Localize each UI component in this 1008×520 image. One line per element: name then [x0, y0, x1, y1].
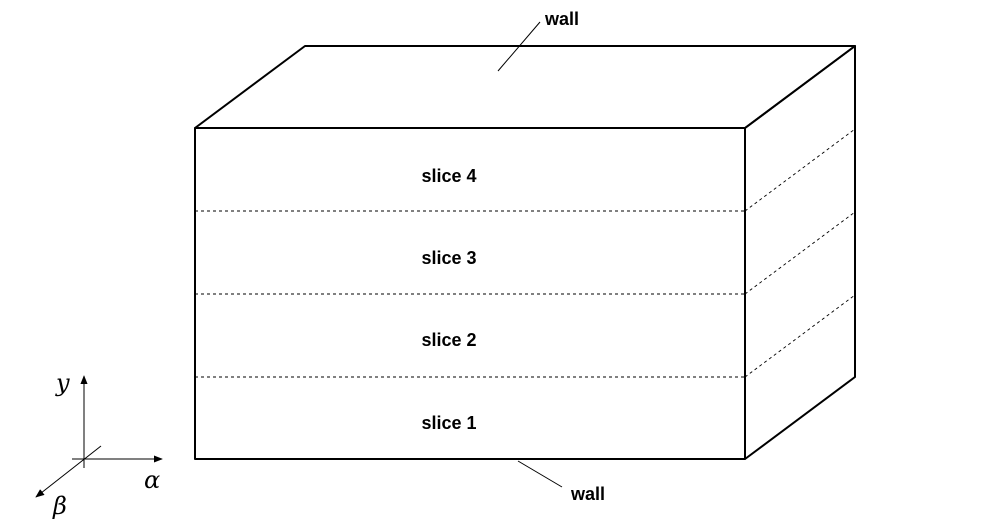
slice-3-label: slice 3: [421, 248, 476, 268]
slice-1-label: slice 1: [421, 413, 476, 433]
side-divider-mid-bottom: [744, 294, 856, 378]
slice-dividers: [195, 128, 856, 378]
slice-labels: slice 4 slice 3 slice 2 slice 1: [421, 166, 476, 433]
right-face: [744, 45, 856, 460]
box: [194, 45, 856, 460]
wall-callouts: wall wall: [497, 9, 605, 504]
slice-4-label: slice 4: [421, 166, 476, 186]
beta-axis-arrow: [35, 445, 102, 498]
bottom-wall-leader: [517, 460, 563, 488]
y-axis-label: y: [55, 369, 70, 397]
top-face: [194, 45, 856, 129]
bottom-wall-label: wall: [570, 484, 605, 504]
alpha-axis-label: α: [144, 466, 160, 494]
top-wall-label: wall: [544, 9, 579, 29]
top-wall-leader: [497, 21, 541, 72]
side-divider-top: [744, 128, 856, 212]
beta-axis-label: β: [52, 492, 67, 520]
slice-2-label: slice 2: [421, 330, 476, 350]
coordinate-axes: y α β: [35, 369, 163, 520]
side-divider-mid-top: [744, 211, 856, 295]
